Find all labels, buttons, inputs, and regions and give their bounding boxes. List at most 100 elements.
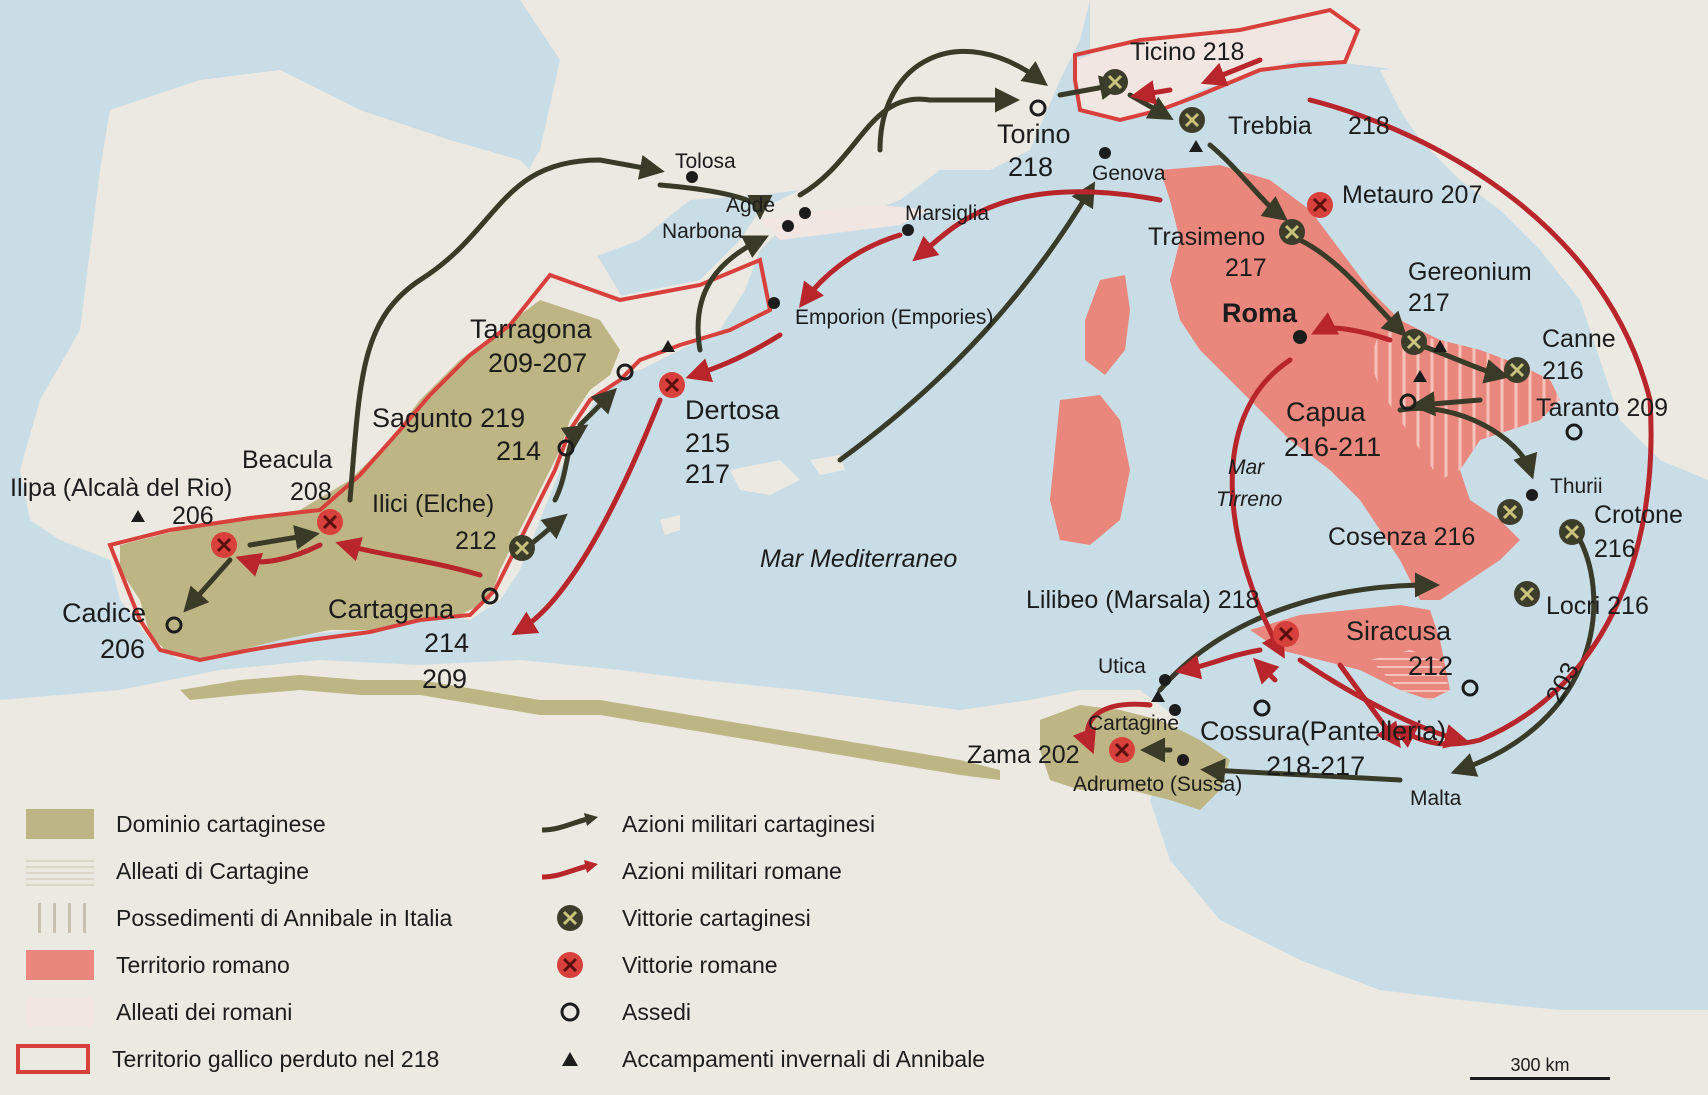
siege-icon — [557, 439, 575, 457]
victory-carthage-icon — [1504, 357, 1530, 383]
arrow-rome — [335, 537, 483, 578]
label-dertosa-year1: 215 — [685, 428, 730, 458]
victory-carthage-icon — [1559, 519, 1585, 545]
area-carthage-africa-coast — [180, 675, 1000, 780]
label-trebbia: Trebbia — [1228, 112, 1312, 140]
label-locri: Locri 216 — [1546, 592, 1649, 620]
label-cossura-year: 218-217 — [1266, 751, 1365, 781]
legend-label: Azioni militari romane — [622, 857, 842, 884]
arrow-rome — [1297, 657, 1470, 749]
label-genova: Genova — [1092, 162, 1166, 185]
city-dot — [799, 207, 811, 219]
arrow-carthage — [247, 525, 320, 550]
victory-rome-icon — [659, 372, 685, 398]
label-ilipa: Ilipa (Alcalà del Rio) — [10, 474, 232, 502]
arrow-carthage — [1207, 142, 1288, 222]
label-tarragona: Tarragona — [470, 314, 593, 344]
markers-carthage-victory — [509, 69, 1585, 607]
label-canne: Canne — [1542, 325, 1616, 353]
legend-label: Territorio gallico perduto nel 218 — [112, 1045, 440, 1072]
swatch-territorio-romano — [26, 950, 94, 980]
legend-item: Vittorie romane — [540, 945, 778, 985]
camp-icon — [1189, 140, 1203, 152]
victory-carthage-icon — [1179, 107, 1205, 133]
arrow-rome — [1252, 657, 1280, 685]
label-cadice-year: 206 — [100, 634, 145, 664]
label-ticino: Ticino 218 — [1130, 38, 1244, 66]
label-metauro: Metauro 207 — [1342, 181, 1482, 209]
label-adrumeto: Adrumeto (Sussa) — [1073, 773, 1242, 796]
arrow-carthage — [877, 49, 1049, 153]
border-gallic-iberia — [107, 257, 773, 663]
label-mar-mediterraneo: Mar Mediterraneo — [760, 545, 957, 573]
label-capua: Capua — [1286, 397, 1367, 427]
legend-item: Alleati dei romani — [26, 992, 292, 1032]
legend-item: Vittorie cartaginesi — [540, 898, 811, 938]
legend-item: Azioni militari romane — [540, 851, 842, 891]
markers-city — [686, 147, 1538, 766]
victory-carthage-icon — [1279, 219, 1305, 245]
scale-label: 300 km — [1510, 1055, 1570, 1075]
label-siracusa: Siracusa — [1346, 616, 1452, 646]
land-europe-north — [500, 0, 1090, 380]
label-agde: Agde — [726, 194, 775, 217]
arrow-carthage — [695, 235, 769, 353]
arrow-rome-icon — [540, 855, 600, 887]
label-crotone: Crotone — [1594, 501, 1683, 529]
arrow-carthage — [1200, 758, 1403, 784]
city-dot — [782, 220, 794, 232]
label-siracusa-year: 212 — [1408, 651, 1453, 681]
label-taranto: Taranto 209 — [1536, 394, 1668, 422]
legend-label: Possedimenti di Annibale in Italia — [116, 904, 453, 931]
label-crotone-year: 216 — [1594, 535, 1636, 563]
label-sagunto-year: 214 — [496, 436, 541, 466]
arrow-rome — [1311, 312, 1393, 343]
arrow-rome — [1175, 647, 1263, 680]
legend-item: Azioni militari cartaginesi — [540, 804, 875, 844]
legend-item: Assedi — [540, 992, 691, 1032]
victory-carthage-icon — [509, 535, 535, 561]
label-thurii: Thurii — [1550, 475, 1603, 498]
victory-carthage-icon — [1497, 499, 1523, 525]
arrows-rome — [235, 57, 1654, 755]
legend-item: Territorio gallico perduto nel 218 — [16, 1039, 439, 1079]
label-cossura: Cossura(Pantelleria) — [1200, 716, 1446, 746]
victory-carthage-icon — [1401, 329, 1427, 355]
city-dot — [1169, 704, 1181, 716]
legend-label: Alleati di Cartagine — [116, 857, 310, 884]
arrow-rome — [235, 542, 323, 577]
arrow-carthage — [1297, 237, 1408, 338]
arrow-carthage — [527, 513, 568, 548]
victory-carthage-icon — [540, 902, 600, 934]
legend-label: Territorio romano — [116, 951, 290, 978]
legend-label: Assedi — [622, 998, 692, 1025]
siege-icon — [1399, 393, 1417, 411]
label-beacula-year: 208 — [290, 478, 332, 506]
swatch-dominio-cartaginese — [26, 809, 94, 839]
label-cadice: Cadice — [62, 598, 146, 628]
label-cartagena-year2: 209 — [422, 664, 467, 694]
area-siracusa-allies — [1370, 650, 1450, 700]
markers-winter-camp — [131, 140, 1447, 702]
area-roman-corsica — [1085, 275, 1130, 375]
arrow-rome — [1130, 80, 1173, 105]
label-canne-year: 216 — [1542, 357, 1584, 385]
label-malta: Malta — [1410, 787, 1462, 810]
label-dertosa: Dertosa — [685, 395, 781, 425]
victory-rome-icon — [540, 949, 600, 981]
swatch-territorio-gallico — [16, 1044, 90, 1074]
legend-item: Dominio cartaginese — [26, 804, 326, 844]
label-mar-tirreno-1: Mar — [1228, 456, 1265, 479]
label-gereonium: Gereonium — [1408, 258, 1532, 286]
legend-label: Azioni militari cartaginesi — [622, 810, 876, 837]
arrow-rome — [1200, 57, 1263, 87]
label-cosenza: Cosenza 216 — [1328, 523, 1475, 551]
arrow-rome — [798, 232, 903, 308]
label-torino: Torino — [997, 119, 1071, 149]
arrow-carthage — [183, 557, 233, 613]
city-dot — [1177, 754, 1189, 766]
label-beacula: Beacula — [242, 446, 332, 474]
legend-item: Alleati di Cartagine — [26, 851, 309, 891]
markers-rome-victory — [211, 192, 1333, 763]
arrow-rome — [685, 332, 783, 383]
